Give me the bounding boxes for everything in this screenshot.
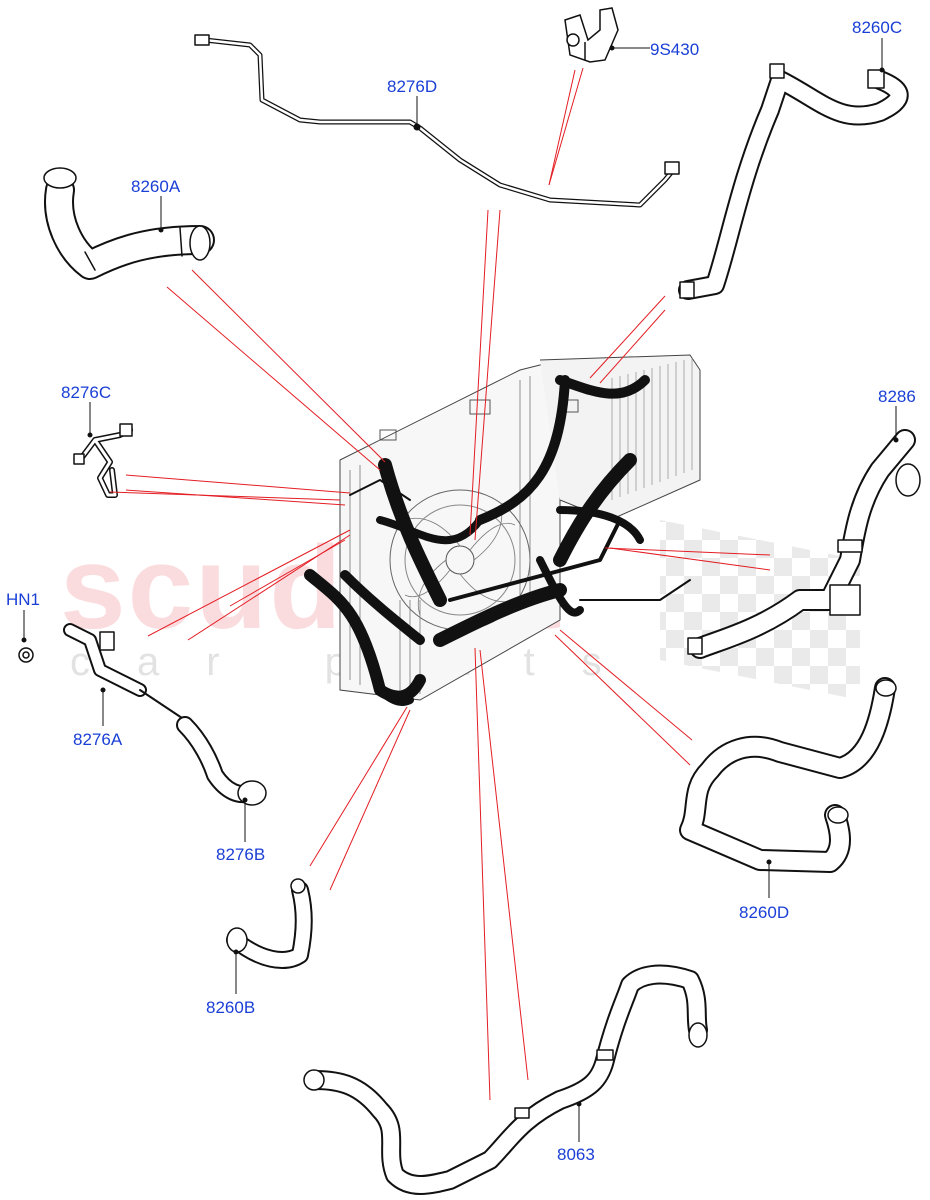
callout-8276C: 8276C: [61, 383, 112, 402]
part-8276B-hose: [176, 716, 267, 806]
part-8260D-hose: [679, 677, 897, 873]
callout-8063: 8063: [557, 1145, 595, 1164]
part-HN1-nut: [18, 647, 34, 663]
callout-8260A: 8260A: [131, 177, 181, 196]
callout-HN1: HN1: [6, 590, 41, 609]
part-8260B-hose: [226, 878, 313, 969]
callout-9S430: 9S430: [650, 40, 700, 59]
part-8276A-pipe: [63, 623, 186, 721]
callout-leaders: [21, 38, 899, 1142]
part-8063-hose: [303, 964, 708, 1195]
leader-lines: [109, 67, 771, 1101]
part-9S430-bracket: [564, 7, 619, 63]
callout-8276B: 8276B: [216, 845, 266, 864]
callout-8276D: 8276D: [387, 77, 438, 96]
callout-8260D: 8260D: [739, 903, 790, 922]
part-8260A-hose: [43, 167, 215, 280]
part-8260C-hose: [678, 63, 909, 300]
callout-8286: 8286: [878, 387, 916, 406]
part-8276D-pipe: [194, 34, 680, 208]
part-8286-hose: [687, 429, 921, 659]
callout-8260B: 8260B: [206, 998, 256, 1017]
callout-8260C: 8260C: [852, 18, 903, 37]
part-8276C-pipe: [73, 423, 133, 498]
callout-8276A: 8276A: [73, 730, 123, 749]
